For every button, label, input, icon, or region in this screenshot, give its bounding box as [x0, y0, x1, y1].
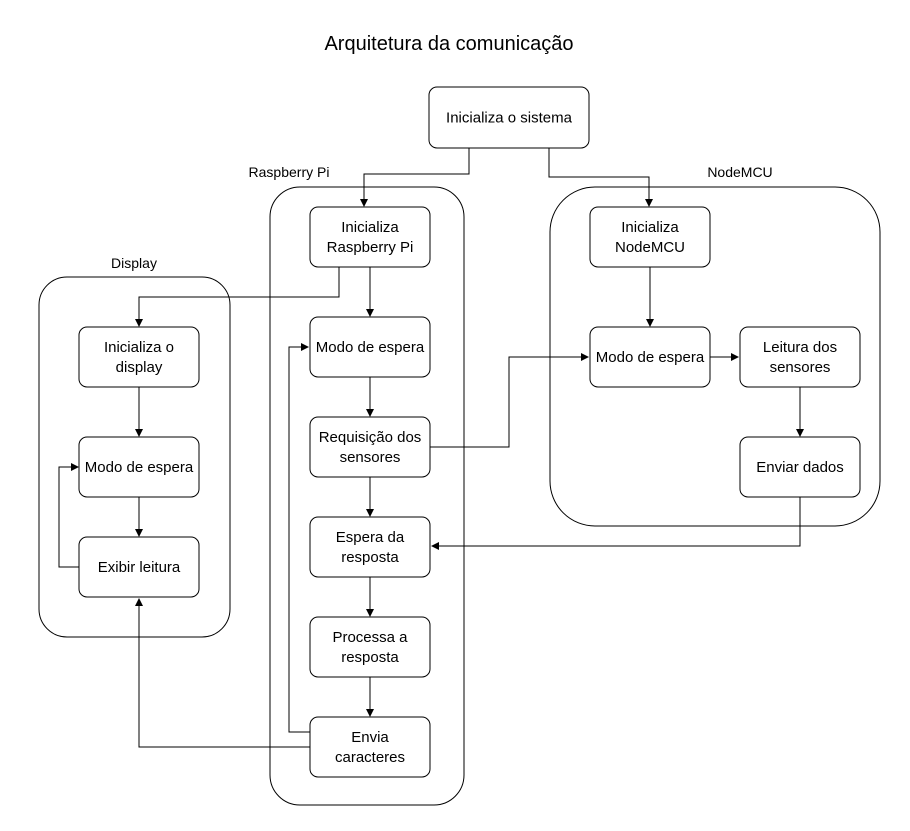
group-label-raspberry-pi: Raspberry Pi — [249, 164, 330, 180]
node-label-line: resposta — [341, 649, 399, 666]
node-inicializa-sistema — [428, 86, 590, 149]
node-label-line: Modo de espera — [316, 339, 425, 356]
label-disp-inicializa: Inicializa o display — [104, 339, 174, 376]
edge-rpi-request-to-node-wait — [430, 353, 589, 448]
edges — [58, 148, 804, 748]
edge-rpi-send-loop-to-wait — [288, 343, 310, 733]
label-rpi-requisicao: Requisição dos sensores — [319, 429, 422, 466]
node-label-line: Inicializa o — [104, 339, 174, 356]
node-label-line: Modo de espera — [596, 349, 705, 366]
node-label-line: sensores — [770, 359, 831, 376]
group-display — [38, 276, 231, 638]
node-label-line: Processa a — [332, 629, 408, 646]
node-rpi-modo-espera — [309, 316, 431, 378]
node-label-line: resposta — [341, 549, 399, 566]
label-rpi-envia: Envia caracteres — [335, 729, 405, 766]
edge-rpi-to-display — [135, 267, 340, 327]
label-rpi-espera-resposta: Espera da resposta — [336, 529, 405, 566]
node-label-line: NodeMCU — [615, 239, 685, 256]
node-label-line: sensores — [340, 449, 401, 466]
node-label-line: Envia — [351, 729, 389, 746]
group-label-display: Display — [111, 255, 157, 271]
node-label-line: Enviar dados — [756, 459, 844, 476]
node-disp-inicializa — [78, 326, 200, 388]
node-rpi-envia — [309, 716, 431, 778]
node-node-modo-espera — [589, 326, 711, 388]
node-rpi-requisicao — [309, 416, 431, 478]
label-node-enviar: Enviar dados — [756, 459, 844, 476]
edge-node-send-to-rpi-response — [431, 497, 801, 550]
label-rpi-processa: Processa a resposta — [332, 629, 408, 666]
node-label-line: Inicializa — [621, 219, 679, 236]
edge-sistema-to-rpi — [360, 148, 470, 207]
node-node-enviar — [739, 436, 861, 498]
node-node-leitura — [739, 326, 861, 388]
node-label-line: Inicializa o sistema — [446, 110, 573, 127]
node-rpi-inicializa — [309, 206, 431, 268]
node-disp-modo-espera — [78, 436, 200, 498]
node-label-line: Raspberry Pi — [327, 239, 414, 256]
label-node-leitura: Leitura dos sensores — [763, 339, 837, 376]
node-label-line: Modo de espera — [85, 459, 194, 476]
node-rpi-processa — [309, 616, 431, 678]
node-label-line: Leitura dos — [763, 339, 837, 356]
edge-disp-show-loop-to-wait — [58, 463, 79, 568]
label-disp-modo-espera: Modo de espera — [85, 459, 194, 476]
diagram-title: Arquitetura da comunicação — [324, 33, 573, 55]
node-label-line: Espera da — [336, 529, 405, 546]
label-node-modo-espera: Modo de espera — [596, 349, 705, 366]
edge-rpi-send-to-display — [135, 598, 310, 748]
group-raspberry-pi — [269, 186, 465, 806]
nodes — [78, 86, 861, 778]
edge-sistema-to-node — [548, 148, 653, 207]
node-label-line: Requisição dos — [319, 429, 422, 446]
node-node-inicializa — [589, 206, 711, 268]
node-label-line: caracteres — [335, 749, 405, 766]
group-label-nodemcu: NodeMCU — [707, 164, 772, 180]
label-disp-exibir: Exibir leitura — [98, 559, 181, 576]
label-rpi-modo-espera: Modo de espera — [316, 339, 425, 356]
node-label-line: display — [116, 359, 163, 376]
node-disp-exibir — [78, 536, 200, 598]
node-label-line: Inicializa — [341, 219, 399, 236]
node-label-line: Exibir leitura — [98, 559, 181, 576]
node-rpi-espera-resposta — [309, 516, 431, 578]
label-inicializa-sistema: Inicializa o sistema — [446, 110, 573, 127]
